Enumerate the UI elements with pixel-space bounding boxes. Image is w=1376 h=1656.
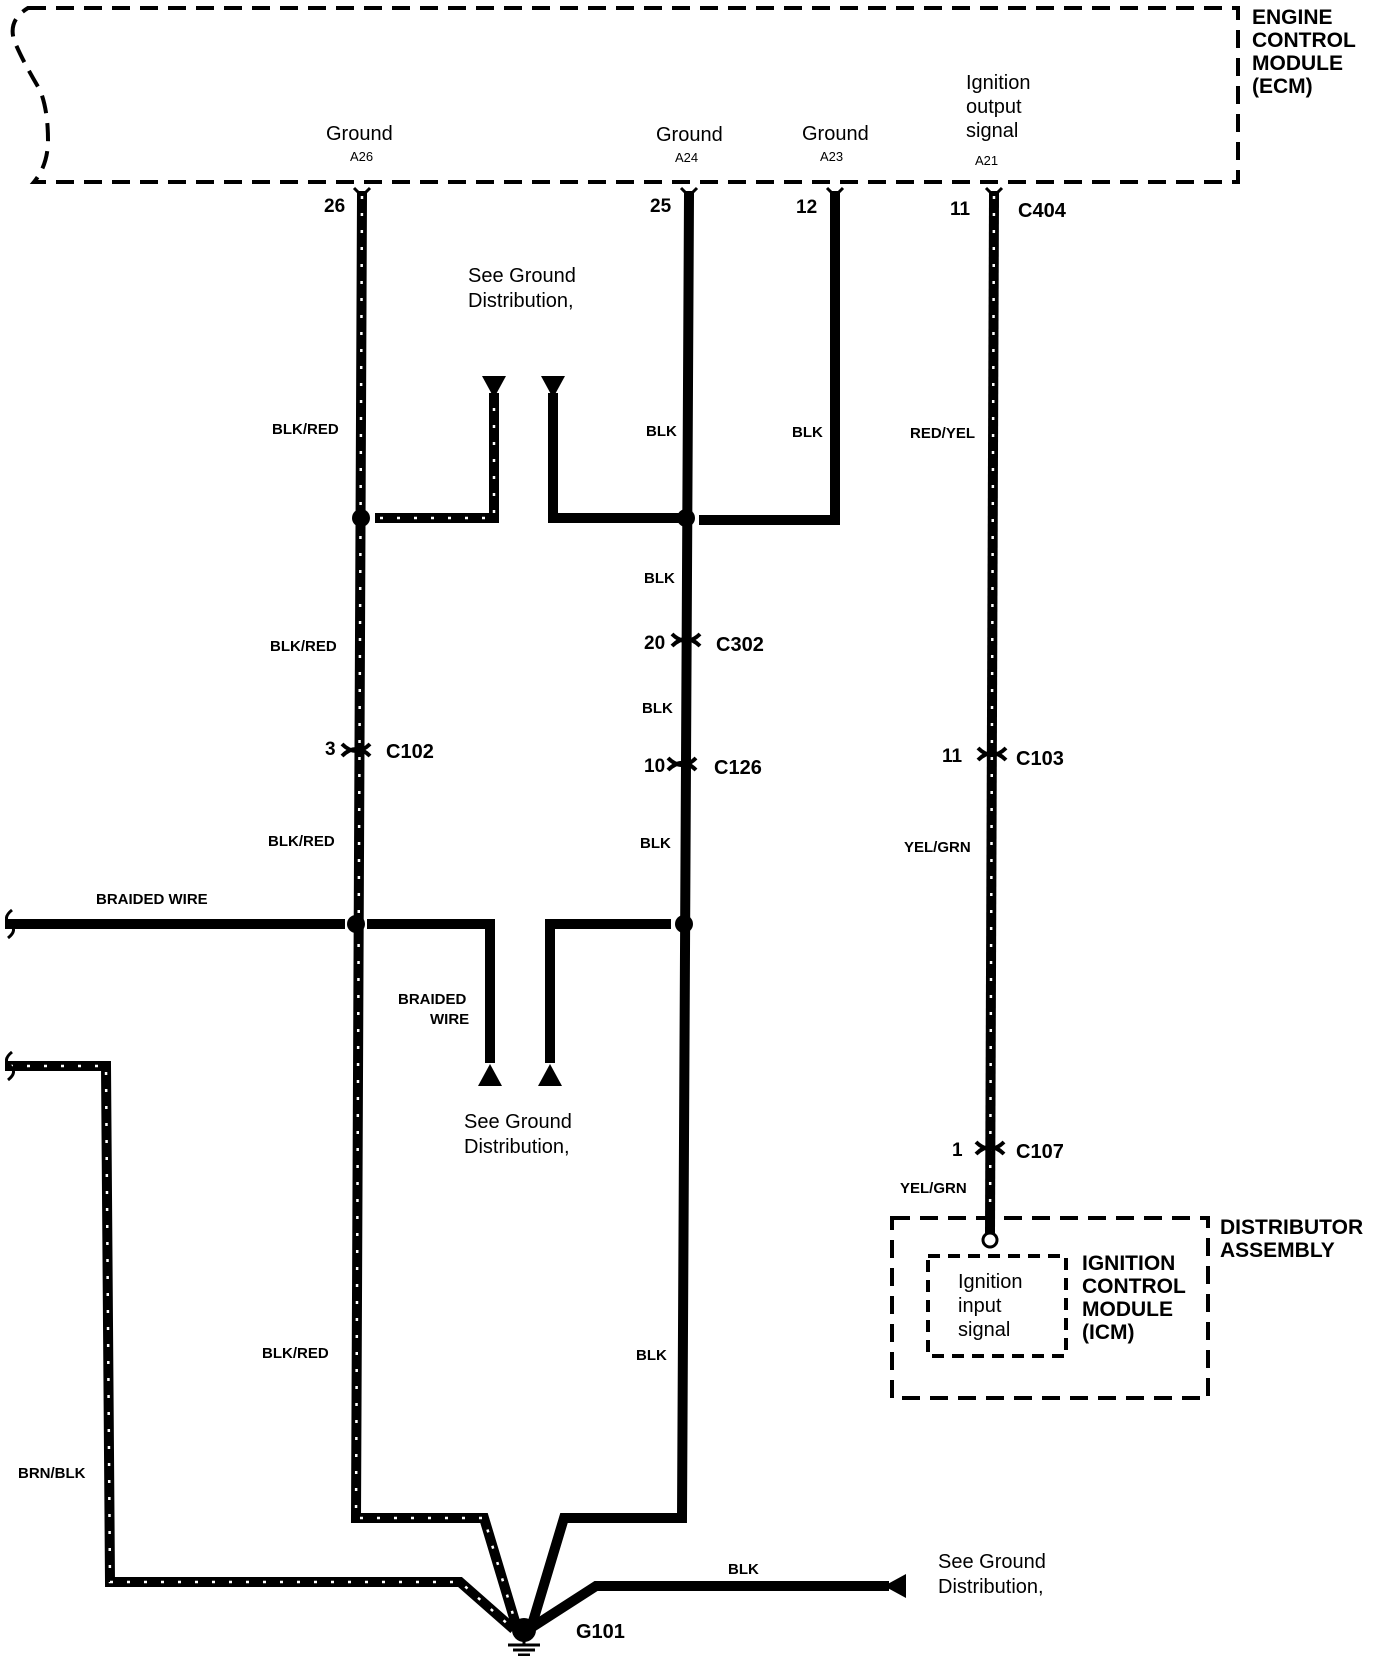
wire-label-blk-4: BLK xyxy=(642,700,673,717)
distributor-box xyxy=(890,1216,1210,1400)
wire-label-blk-red-1: BLK/RED xyxy=(272,421,339,438)
ecm-pin-a23-label: Ground xyxy=(802,123,869,145)
svg-text:CONTROL: CONTROL xyxy=(1252,29,1356,52)
cavity-25: 25 xyxy=(650,196,672,217)
connector-c107: C107 xyxy=(1016,1141,1064,1163)
brn-blk-wire-end xyxy=(5,1050,15,1082)
svg-text:signal: signal xyxy=(958,1319,1010,1341)
svg-text:signal: signal xyxy=(966,120,1018,142)
wire-red-yel-yel-grn xyxy=(984,190,1000,1238)
svg-text:CONTROL: CONTROL xyxy=(1082,1275,1186,1298)
ground-arrow-mid-right xyxy=(538,1064,562,1086)
svg-text:Distribution,: Distribution, xyxy=(938,1576,1044,1598)
connector-c302-cavity: 20 xyxy=(644,633,665,654)
svg-text:DISTRIBUTOR: DISTRIBUTOR xyxy=(1220,1216,1363,1239)
ecm-pin-a24-id: A24 xyxy=(675,150,698,165)
connector-c103: C103 xyxy=(1016,748,1064,770)
svg-text:Ignition: Ignition xyxy=(958,1271,1023,1293)
ground-stub-top-left xyxy=(375,393,499,523)
connector-c126-cavity: 10 xyxy=(644,756,665,777)
connector-c103-cavity: 11 xyxy=(942,746,963,767)
wire-label-blk-1: BLK xyxy=(646,423,677,440)
svg-text:Distribution,: Distribution, xyxy=(464,1136,570,1158)
ground-ref-middle: See Ground Distribution, xyxy=(464,1111,572,1158)
svg-text:MODULE: MODULE xyxy=(1082,1298,1173,1321)
ground-stub-mid-right xyxy=(545,919,671,1063)
connector-c107-cavity: 1 xyxy=(952,1140,963,1161)
svg-text:WIRE: WIRE xyxy=(430,1011,469,1028)
svg-text:MODULE: MODULE xyxy=(1252,52,1343,75)
cavity-26: 26 xyxy=(324,196,345,217)
distributor-title: DISTRIBUTOR ASSEMBLY xyxy=(1220,1216,1363,1262)
ground-arrow-top-right xyxy=(541,376,565,398)
wire-blk-12 xyxy=(699,191,840,525)
wire-brn-blk xyxy=(5,1061,518,1634)
wire-label-yel-grn-2: YEL/GRN xyxy=(900,1180,967,1197)
ground-point-label: G101 xyxy=(576,1621,625,1643)
ground-ref-top: See Ground Distribution, xyxy=(468,265,576,312)
svg-text:BRAIDED: BRAIDED xyxy=(398,991,467,1008)
svg-text:Ignition: Ignition xyxy=(966,72,1031,94)
wire-blk-25 xyxy=(527,190,695,1625)
wire-label-braided-wire: BRAIDED WIRE xyxy=(96,891,208,908)
ground-stub-top-right xyxy=(548,393,681,523)
connector-c302: C302 xyxy=(716,634,764,656)
wire-label-blk-7: BLK xyxy=(728,1561,759,1578)
svg-text:See Ground: See Ground xyxy=(468,265,576,287)
ground-arrow-mid-left xyxy=(478,1064,502,1086)
wire-label-yel-grn-1: YEL/GRN xyxy=(904,839,971,856)
ecm-pin-a24-label: Ground xyxy=(656,124,723,146)
ecm-pin-a21-id: A21 xyxy=(975,153,998,168)
icm-input-label: Ignition input signal xyxy=(958,1271,1023,1341)
pin-fork-marks xyxy=(352,186,1004,199)
svg-text:See Ground: See Ground xyxy=(938,1551,1046,1573)
connector-c102-cavity: 3 xyxy=(325,739,336,760)
svg-text:See Ground: See Ground xyxy=(464,1111,572,1133)
wire-blk-red xyxy=(350,190,521,1625)
svg-text:input: input xyxy=(958,1295,1002,1317)
wire-label-blk-red-2: BLK/RED xyxy=(270,638,337,655)
ecm-pin-a26-label: Ground xyxy=(326,123,393,145)
icm-input-box xyxy=(926,1254,1068,1358)
icm-terminal xyxy=(981,1231,999,1249)
svg-text:(ICM): (ICM) xyxy=(1082,1321,1134,1344)
ecm-pin-a26-id: A26 xyxy=(350,149,373,164)
connector-c404: C404 xyxy=(1018,200,1067,222)
wire-label-blk-5: BLK xyxy=(640,835,671,852)
svg-text:Distribution,: Distribution, xyxy=(468,290,574,312)
ecm-box-outline xyxy=(10,6,1240,184)
ground-stub-mid-left xyxy=(367,919,495,1063)
svg-text:IGNITION: IGNITION xyxy=(1082,1252,1175,1275)
wire-label-blk-6: BLK xyxy=(636,1347,667,1364)
ground-arrow-top-left xyxy=(482,376,506,398)
ecm-pin-a23-id: A23 xyxy=(820,149,843,164)
wire-label-blk-red-3: BLK/RED xyxy=(268,833,335,850)
cavity-12: 12 xyxy=(796,197,817,218)
svg-text:output: output xyxy=(966,96,1022,118)
wire-label-blk-red-4: BLK/RED xyxy=(262,1345,329,1362)
svg-text:ENGINE: ENGINE xyxy=(1252,6,1333,29)
ground-symbol xyxy=(508,1618,540,1656)
connector-symbols xyxy=(340,632,1008,1156)
braided-wire-end xyxy=(5,908,15,940)
svg-text:ASSEMBLY: ASSEMBLY xyxy=(1220,1239,1335,1262)
connector-c102: C102 xyxy=(386,741,434,763)
ecm-title: ENGINE CONTROL MODULE (ECM) xyxy=(1252,6,1356,98)
ground-ref-bottom: See Ground Distribution, xyxy=(938,1551,1046,1598)
connector-c126: C126 xyxy=(714,757,762,779)
wire-blk-bottom xyxy=(527,1581,889,1633)
wire-label-blk-3: BLK xyxy=(644,570,675,587)
ground-arrow-bottom xyxy=(884,1574,906,1598)
wire-label-braided-wire-2: BRAIDED WIRE xyxy=(398,991,469,1028)
icm-title: IGNITION CONTROL MODULE (ICM) xyxy=(1082,1252,1186,1344)
ecm-pin-a21-label: Ignition output signal xyxy=(966,72,1031,142)
wire-label-red-yel: RED/YEL xyxy=(910,425,975,442)
svg-text:(ECM): (ECM) xyxy=(1252,75,1313,98)
wire-label-blk-2: BLK xyxy=(792,424,823,441)
splice-dots xyxy=(347,509,695,933)
cavity-11-c404: 11 xyxy=(950,199,971,220)
wire-label-brn-blk: BRN/BLK xyxy=(18,1465,86,1482)
